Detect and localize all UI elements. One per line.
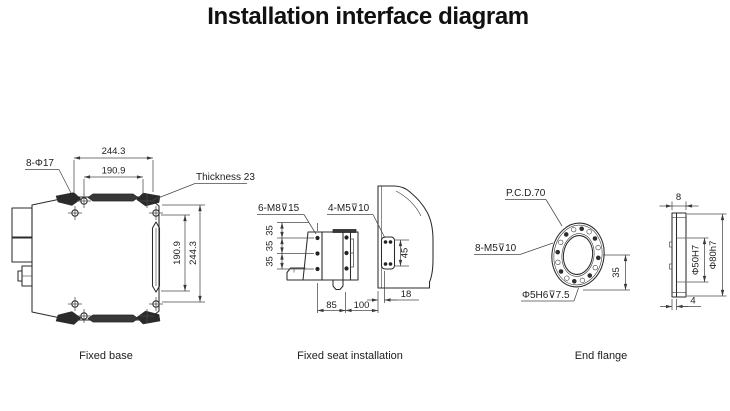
seat-holes: [315, 235, 393, 272]
flange-dim-35: 35: [611, 267, 622, 278]
seat-m5-callout: 4-M5⊽10: [328, 203, 370, 214]
flange-bolt-holes: [555, 226, 601, 284]
seat-m5-plate: [380, 236, 396, 270]
seat-dim-100: 100: [354, 300, 370, 311]
seat-foot: [286, 267, 306, 281]
fixed-base-view: 244.3 190.9 190.9 244.3 8-Φ17 Thickness …: [11, 146, 255, 325]
flange-dimensions: [474, 199, 630, 302]
caption-end-flange: End flange: [574, 350, 628, 362]
seat-dim-18: 18: [401, 289, 412, 300]
base-plate-outline: [31, 196, 160, 321]
flange-side-dimensions: [659, 201, 727, 310]
base-corner-tabs: [55, 192, 161, 325]
caption-fixed-seat: Fixed seat installation: [297, 350, 403, 362]
seat-dimensions: [257, 214, 419, 313]
base-bolt-holes: [68, 194, 163, 323]
seat-top-slot: [332, 229, 357, 233]
flange-side-dim-8: 8: [676, 192, 681, 203]
flange-side-dim-bore: Φ50H7: [691, 245, 702, 275]
seat-dim-45: 45: [400, 248, 411, 259]
seat-dim-85: 85: [326, 300, 337, 311]
flange-side-dim-4: 4: [690, 296, 695, 307]
base-dim-width-outer: 244.3: [102, 146, 126, 157]
base-dim-height-outer: 244.3: [188, 241, 199, 265]
page-title: Installation interface diagram: [207, 3, 529, 30]
flange-side-dim-outer: Φ80h7: [708, 241, 719, 270]
base-dim-height-inner: 190.9: [172, 241, 183, 265]
end-flange-view: P.C.D.70 8-M5⊽10 Φ5H6⊽7.5 35: [474, 188, 630, 302]
flange-ring: [551, 222, 605, 288]
base-hole-callout: 8-Φ17: [26, 158, 54, 169]
seat-dim-35-2: 35: [265, 241, 276, 252]
flange-side-profile: [671, 212, 687, 298]
base-top-slot: [87, 193, 139, 202]
flange-m5-callout: 8-M5⊽10: [475, 243, 517, 254]
flange-pcd-callout: P.C.D.70: [506, 188, 546, 199]
fixed-seat-view: 35 35 35 45 85 100 18 6-M8⊽15 4-M5⊽10: [257, 185, 434, 313]
base-connectors: [11, 207, 33, 287]
seat-bottom-tab: [332, 279, 344, 291]
seat-dim-35-3: 35: [265, 256, 276, 267]
base-dimensions: [25, 156, 247, 303]
seat-dim-35-1: 35: [265, 225, 276, 236]
base-dim-width-inner: 190.9: [102, 166, 126, 177]
seat-m8-callout: 6-M8⊽15: [258, 203, 300, 214]
base-thickness-callout: Thickness 23: [196, 172, 255, 183]
base-bottom-slot: [87, 314, 139, 323]
base-right-slot: [151, 221, 161, 293]
flange-pin-callout: Φ5H6⊽7.5: [522, 290, 570, 301]
flange-side-view: 8 Φ50H7 Φ80h7 4: [659, 192, 727, 310]
seat-arm-body: [377, 185, 434, 289]
caption-fixed-base: Fixed base: [79, 350, 133, 362]
